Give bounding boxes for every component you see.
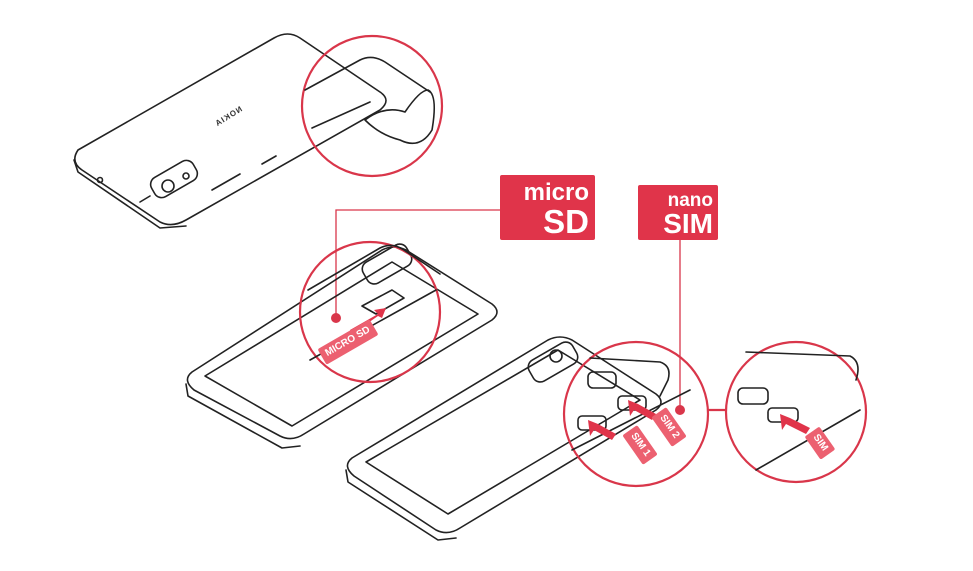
nano-sim-badge-line1: nano xyxy=(667,190,713,211)
micro-sd-badge: micro SD xyxy=(500,175,595,240)
micro-sd-badge-line1: micro xyxy=(523,179,589,206)
magnifier-dual-sim-slots xyxy=(562,340,710,488)
micro-sd-badge-line2: SD xyxy=(543,203,589,240)
phone-open-sim xyxy=(345,336,662,541)
nano-sim-pointer-dot xyxy=(675,405,685,415)
magnifier-back-cover xyxy=(300,34,444,178)
magnifier-single-sim-slot xyxy=(724,340,868,484)
micro-sd-pointer-dot xyxy=(331,313,341,323)
phone-back-view xyxy=(73,33,387,229)
dual-sim-slots-detail xyxy=(571,357,691,451)
fingernail-opening-cover xyxy=(304,56,436,145)
magnifier-microsd-slot xyxy=(298,240,442,384)
micro-sd-pointer-line xyxy=(335,209,500,316)
nano-sim-badge: nano SIM xyxy=(638,185,718,240)
single-sim-slot-detail xyxy=(737,351,861,471)
nano-sim-badge-line2: SIM xyxy=(663,208,713,239)
